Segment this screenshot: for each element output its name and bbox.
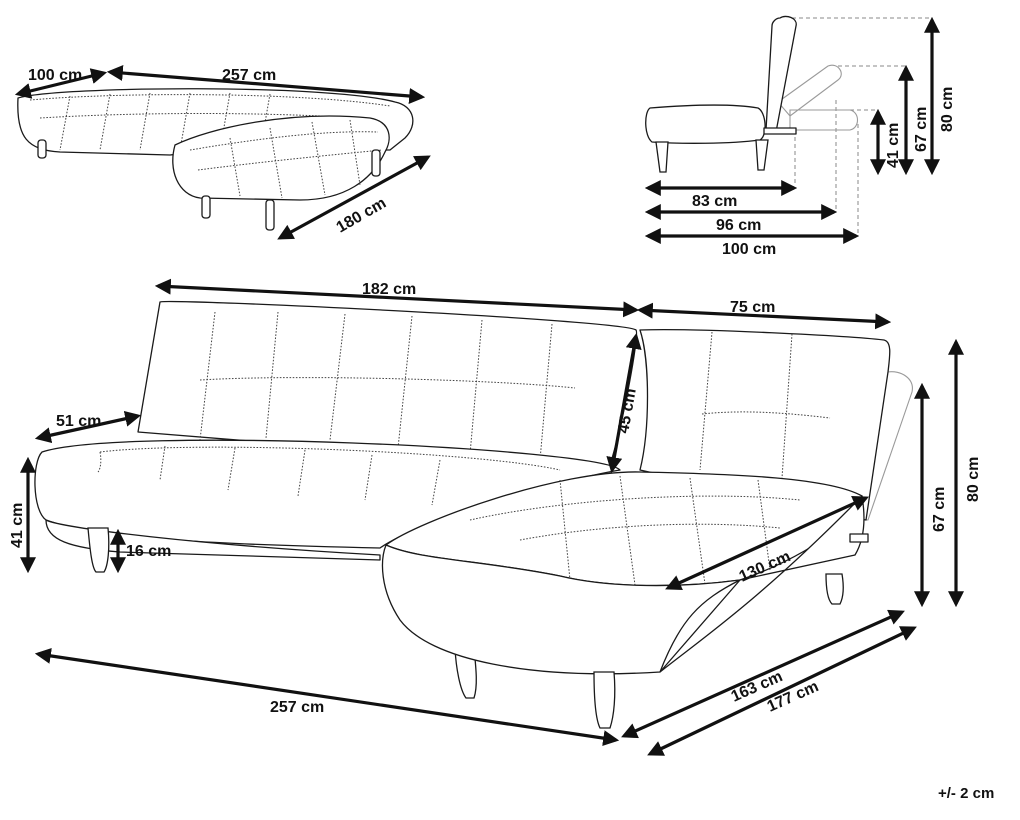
depth-96-label: 96 cm xyxy=(716,217,761,234)
sofa-side-profile-view: 83 cm 96 cm 100 cm 41 cm 67 cm 80 cm xyxy=(644,15,956,258)
height-41-label: 41 cm xyxy=(885,123,902,168)
width-75-label: 75 cm xyxy=(730,299,775,316)
depth-100-label: 100 cm xyxy=(722,241,776,258)
leg-16-label: 16 cm xyxy=(126,543,171,560)
depth-51-label: 51 cm xyxy=(56,413,101,430)
length-257-label: 257 cm xyxy=(222,67,276,84)
height-67-main-label: 67 cm xyxy=(931,487,948,532)
height-80-label: 80 cm xyxy=(939,87,956,132)
sofa-main-view: 182 cm 75 cm 45 cm 51 cm 41 cm 16 cm 130… xyxy=(9,278,982,756)
width-100-label: 100 cm xyxy=(28,67,82,84)
width-182-label: 182 cm xyxy=(362,281,416,298)
depth-83-label: 83 cm xyxy=(692,193,737,210)
sofa-flat-bed-view: 100 cm 257 cm 180 cm xyxy=(14,65,431,240)
height-67-label: 67 cm xyxy=(913,107,930,152)
tolerance-note: +/- 2 cm xyxy=(938,785,994,802)
height-80-main-label: 80 cm xyxy=(965,457,982,502)
height-41-main-label: 41 cm xyxy=(9,503,26,548)
length-257-main-label: 257 cm xyxy=(270,699,324,716)
chaise-180-label: 180 cm xyxy=(334,195,389,237)
